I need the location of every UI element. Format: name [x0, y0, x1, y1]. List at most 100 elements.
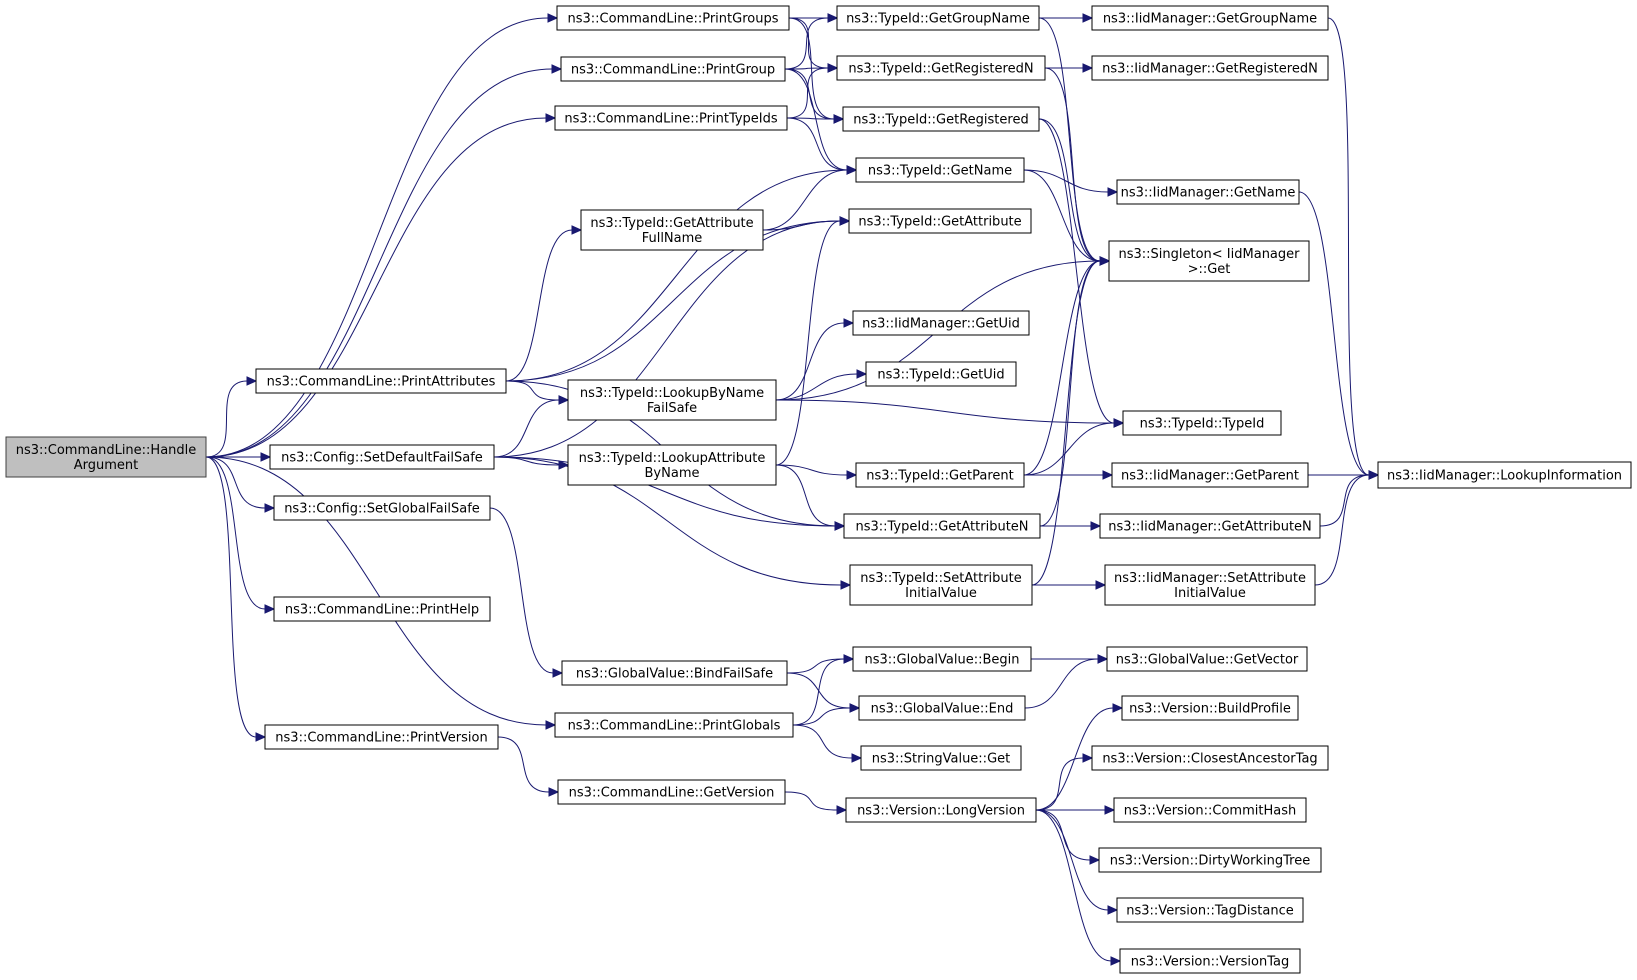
node-gv-end[interactable]: ns3::GlobalValue::End [858, 695, 1026, 721]
node-bind-failsafe[interactable]: ns3::GlobalValue::BindFailSafe [561, 660, 788, 686]
node-box [264, 724, 499, 750]
node-typeid-get-name[interactable]: ns3::TypeId::GetName [855, 157, 1025, 183]
edge-line [784, 68, 848, 171]
edge-lookup-attribute-by-name-to-typeid-get-attribute-n [775, 464, 846, 531]
edge-iid-set-attribute-initial-to-iid-lookup-information [1314, 470, 1380, 586]
edge-arrowhead [1368, 470, 1380, 480]
node-label: Argument [74, 458, 139, 473]
edge-print-globals-to-gv-end [792, 703, 861, 726]
node-print-version[interactable]: ns3::CommandLine::PrintVersion [264, 724, 499, 750]
edge-line [505, 380, 560, 401]
edge-line [205, 68, 553, 458]
node-box [1113, 797, 1307, 823]
node-typeid-get-parent[interactable]: ns3::TypeId::GetParent [855, 462, 1025, 488]
edge-arrowhead [834, 521, 846, 531]
edge-lookup-attribute-by-name-to-typeid-get-attribute [775, 216, 851, 466]
node-set-global-failsafe[interactable]: ns3::Config::SetGlobalFailSafe [273, 495, 491, 521]
node-box [1104, 564, 1316, 606]
node-label: ns3::Version::LongVersion [857, 804, 1025, 819]
node-label: ns3::IidManager::GetUid [862, 317, 1020, 332]
node-box [845, 797, 1037, 823]
edge-line [792, 707, 851, 726]
node-print-groups[interactable]: ns3::CommandLine::PrintGroups [556, 5, 790, 31]
node-print-globals[interactable]: ns3::CommandLine::PrintGlobals [554, 712, 794, 738]
node-version-dirty[interactable]: ns3::Version::DirtyWorkingTree [1098, 847, 1322, 873]
node-version-build-profile[interactable]: ns3::Version::BuildProfile [1121, 695, 1299, 721]
edge-typeid-set-attribute-initial-to-singleton-get [1031, 256, 1111, 586]
node-set-default-failsafe[interactable]: ns3::Config::SetDefaultFailSafe [269, 444, 495, 470]
node-version-commit-hash[interactable]: ns3::Version::CommitHash [1113, 797, 1307, 823]
node-singleton-get[interactable]: ns3::Singleton< IidManager>::Get [1108, 240, 1310, 282]
node-label: ns3::IidManager::SetAttribute [1114, 571, 1306, 586]
edge-line [205, 380, 248, 458]
node-typeid-get-registered[interactable]: ns3::TypeId::GetRegistered [842, 106, 1040, 132]
node-iid-get-registered-n[interactable]: ns3::IidManager::GetRegisteredN [1091, 55, 1329, 81]
edge-arrowhead [1102, 470, 1114, 480]
edge-line [205, 456, 547, 726]
node-version-tag[interactable]: ns3::Version::VersionTag [1119, 948, 1301, 974]
node-box [269, 444, 495, 470]
edge-bind-failsafe-to-gv-end [786, 672, 861, 713]
edge-line [784, 17, 829, 70]
edge-print-group-to-typeid-get-group-name [784, 13, 839, 70]
edge-line [788, 17, 829, 69]
node-typeid-typeid[interactable]: ns3::TypeId::TypeId [1122, 410, 1282, 436]
edge-line [1038, 118, 1101, 262]
node-iid-get-name[interactable]: ns3::IidManager::GetName [1116, 179, 1300, 205]
edge-line [775, 220, 841, 466]
node-gv-begin[interactable]: ns3::GlobalValue::Begin [852, 646, 1032, 672]
node-label: ns3::Version::VersionTag [1131, 955, 1289, 970]
edge-arrowhead [1099, 256, 1111, 266]
node-iid-get-parent[interactable]: ns3::IidManager::GetParent [1111, 462, 1309, 488]
node-label: ns3::TypeId::GetGroupName [846, 12, 1030, 27]
edge-handle-argument-to-print-groups [205, 13, 559, 458]
edge-iid-get-name-to-iid-lookup-information [1298, 191, 1380, 480]
edge-arrowhead [264, 604, 276, 614]
node-box [554, 105, 788, 131]
node-get-version[interactable]: ns3::CommandLine::GetVersion [557, 779, 786, 805]
node-iid-lookup-information[interactable]: ns3::IidManager::LookupInformation [1377, 461, 1632, 489]
edge-arrowhead [1113, 418, 1125, 428]
node-box [255, 368, 507, 394]
node-print-help[interactable]: ns3::CommandLine::PrintHelp [273, 596, 491, 622]
node-version-tag-distance[interactable]: ns3::Version::TagDistance [1116, 897, 1304, 923]
edge-print-typeids-to-typeid-get-registered [786, 114, 845, 124]
node-box [1122, 410, 1282, 436]
node-box [843, 513, 1041, 539]
edge-line [205, 456, 266, 509]
node-print-typeids[interactable]: ns3::CommandLine::PrintTypeIds [554, 105, 788, 131]
edge-line [775, 464, 836, 527]
node-version-long[interactable]: ns3::Version::LongVersion [845, 797, 1037, 823]
node-label: FullName [642, 231, 703, 246]
node-version-closest-ancestor[interactable]: ns3::Version::ClosestAncestorTag [1091, 745, 1329, 771]
node-typeid-get-attribute-n[interactable]: ns3::TypeId::GetAttributeN [843, 513, 1041, 539]
edge-handle-argument-to-print-attributes [205, 376, 258, 458]
node-typeid-get-attribute[interactable]: ns3::TypeId::GetAttribute [848, 208, 1032, 234]
node-label: ns3::CommandLine::PrintGroup [571, 63, 775, 78]
node-box [1377, 461, 1632, 489]
node-print-group[interactable]: ns3::CommandLine::PrintGroup [560, 56, 786, 82]
node-label: ns3::TypeId::GetRegisteredN [848, 62, 1033, 77]
node-label: ns3::Version::ClosestAncestorTag [1102, 752, 1317, 767]
node-string-value-get[interactable]: ns3::StringValue::Get [860, 745, 1022, 771]
node-iid-get-attribute-n[interactable]: ns3::IidManager::GetAttributeN [1099, 513, 1321, 539]
edge-line [792, 724, 853, 759]
node-iid-set-attribute-initial[interactable]: ns3::IidManager::SetAttributeInitialValu… [1104, 564, 1316, 606]
node-typeid-get-group-name[interactable]: ns3::TypeId::GetGroupName [836, 5, 1040, 31]
edge-arrowhead [547, 13, 559, 23]
node-label: >::Get [1188, 262, 1231, 277]
node-iid-get-group-name[interactable]: ns3::IidManager::GetGroupName [1091, 5, 1329, 31]
node-typeid-get-uid[interactable]: ns3::TypeId::GetUid [865, 361, 1017, 387]
node-typeid-get-registered-n[interactable]: ns3::TypeId::GetRegisteredN [836, 55, 1046, 81]
node-print-attributes[interactable]: ns3::CommandLine::PrintAttributes [255, 368, 507, 394]
node-box [273, 596, 491, 622]
node-iid-get-uid[interactable]: ns3::IidManager::GetUid [852, 310, 1030, 336]
edge-line [775, 322, 845, 401]
node-gv-get-vector[interactable]: ns3::GlobalValue::GetVector [1106, 646, 1308, 672]
edge-line [762, 220, 841, 231]
